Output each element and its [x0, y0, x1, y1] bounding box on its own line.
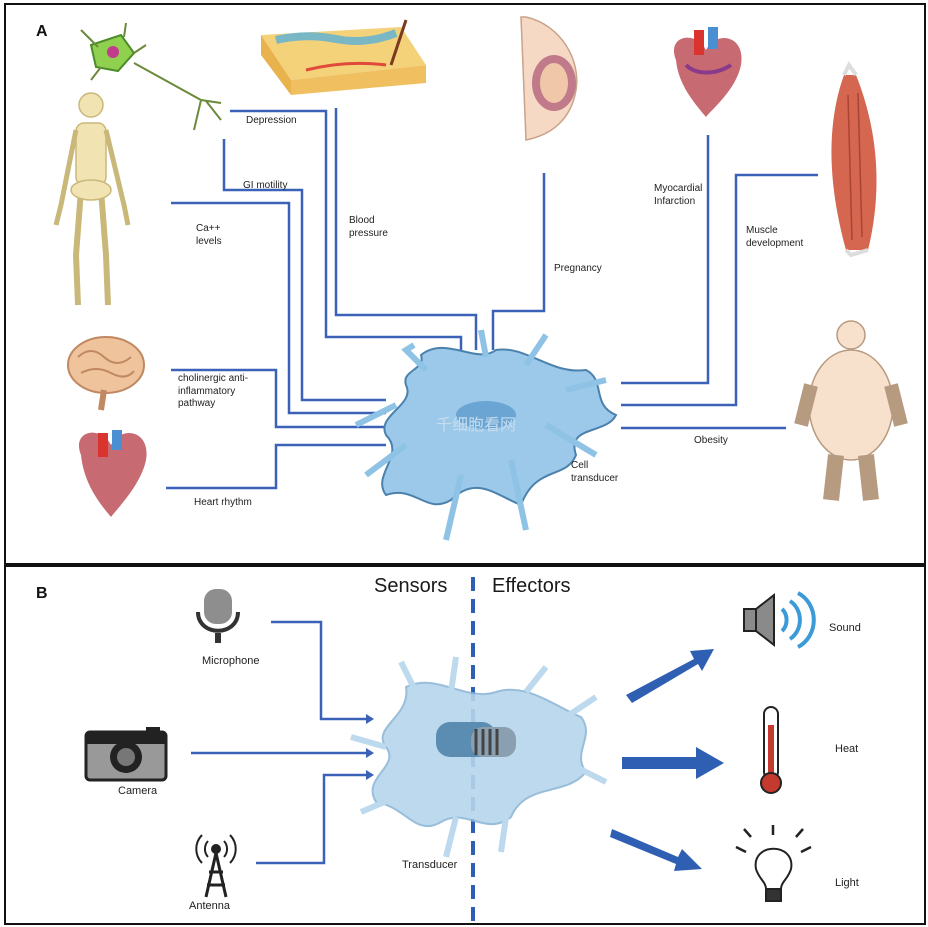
label-myocardial: Myocardial Infarction [654, 183, 703, 207]
line-pregnancy [491, 173, 546, 350]
watermark-text: 千细胞看网 [436, 416, 516, 434]
panel-a: A [4, 3, 926, 565]
skin-icon [261, 19, 426, 95]
label-ca-levels: Ca++ levels [196, 223, 222, 247]
neuron-icon [80, 22, 222, 131]
label-heat: Heat [835, 743, 859, 755]
camera-icon [84, 727, 168, 782]
label-cell-transducer: Cell transducer [571, 460, 619, 484]
label-light: Light [835, 877, 859, 889]
label-muscle: Muscle development [746, 225, 804, 249]
antenna-icon [195, 834, 237, 898]
microphone-icon [196, 589, 240, 643]
label-obesity: Obesity [694, 435, 728, 446]
skeleton-icon [53, 92, 131, 306]
light-bulb-icon [735, 825, 812, 902]
line-ca-levels [171, 201, 386, 415]
label-heart-rhythm: Heart rhythm [194, 497, 252, 508]
arrow-to-light [610, 829, 702, 871]
label-cholinergic: cholinergic anti- inflammatory pathway [178, 373, 249, 409]
label-depression: Depression [246, 115, 297, 126]
muscle-icon [831, 61, 877, 258]
panel-b-graphics [84, 577, 816, 923]
line-muscle [621, 173, 818, 407]
label-transducer: Transducer [402, 859, 458, 871]
label-camera: Camera [118, 785, 158, 797]
thermometer-icon [760, 706, 782, 794]
speaker-icon [743, 591, 816, 649]
line-blood-pressure [334, 108, 478, 350]
output-arrows [610, 649, 724, 871]
heart-icon-top [673, 27, 742, 117]
sensors-heading: Sensors [374, 575, 448, 597]
line-microphone [271, 620, 366, 721]
brain-icon [67, 336, 145, 411]
pregnancy-icon [520, 16, 578, 141]
heart-icon-bottom [78, 430, 147, 517]
label-blood-pressure: Blood pressure [349, 215, 388, 239]
label-sound: Sound [829, 622, 861, 634]
line-depression [230, 109, 463, 352]
line-antenna [256, 773, 366, 865]
panel-b: B Sensors Effectors [4, 565, 926, 925]
label-microphone: Microphone [202, 655, 260, 667]
panel-a-graphics: 千细胞看网 [53, 16, 908, 541]
line-cholinergic [171, 368, 386, 429]
arrow-to-heat [622, 747, 724, 779]
panel-b-label: B [36, 585, 48, 602]
arrow-to-sound [626, 649, 714, 703]
effectors-heading: Effectors [492, 575, 571, 597]
panel-a-label: A [36, 23, 48, 40]
label-pregnancy: Pregnancy [554, 263, 602, 274]
obese-person-icon [794, 320, 908, 501]
line-heart-rhythm [166, 443, 386, 490]
line-myocardial [621, 135, 710, 385]
label-antenna: Antenna [189, 900, 230, 912]
label-gi-motility: GI motility [243, 180, 288, 191]
transducer-device-icon [436, 722, 516, 757]
line-gi-motility [222, 139, 386, 402]
cell-transducer-shape [354, 329, 618, 541]
